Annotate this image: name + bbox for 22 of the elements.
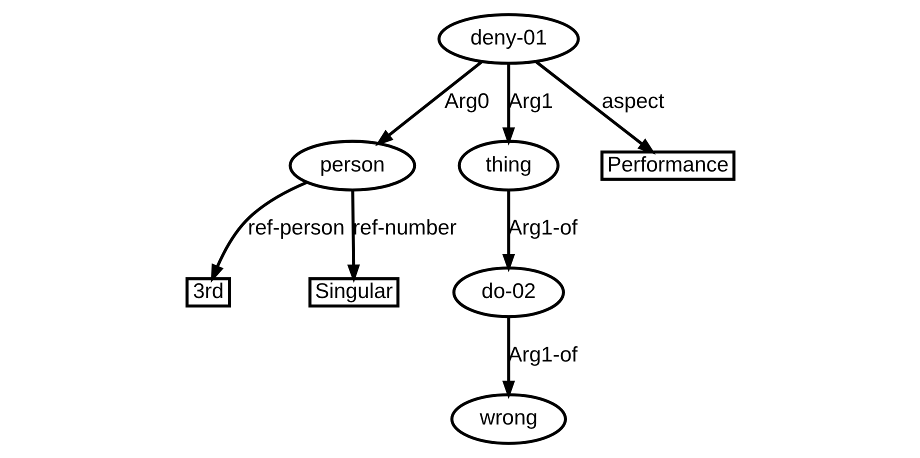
node-ellipse: deny-01	[436, 13, 580, 65]
edge-label: aspect	[601, 90, 664, 113]
node-box: Performance	[600, 150, 735, 181]
edge-label: Arg1	[508, 90, 553, 113]
node-box: 3rd	[185, 277, 231, 308]
edge-label: ref-person	[247, 216, 344, 240]
arrow	[210, 181, 307, 283]
arrow	[502, 190, 515, 272]
edge-label: Arg1-of	[508, 343, 578, 366]
arrow	[534, 60, 656, 155]
node-ellipse: do-02	[452, 266, 564, 318]
node-ellipse: person	[288, 140, 416, 192]
arrow	[346, 190, 360, 283]
arrow	[374, 60, 482, 146]
edge-label: ref-number	[352, 216, 456, 240]
edge-label: Arg0	[444, 90, 489, 113]
node-box: Singular	[308, 277, 399, 308]
node-ellipse: wrong	[450, 393, 566, 445]
node-ellipse: thing	[457, 140, 560, 192]
edge-label: Arg1-of	[508, 216, 578, 240]
arrow	[502, 317, 515, 399]
arrow	[502, 64, 515, 146]
